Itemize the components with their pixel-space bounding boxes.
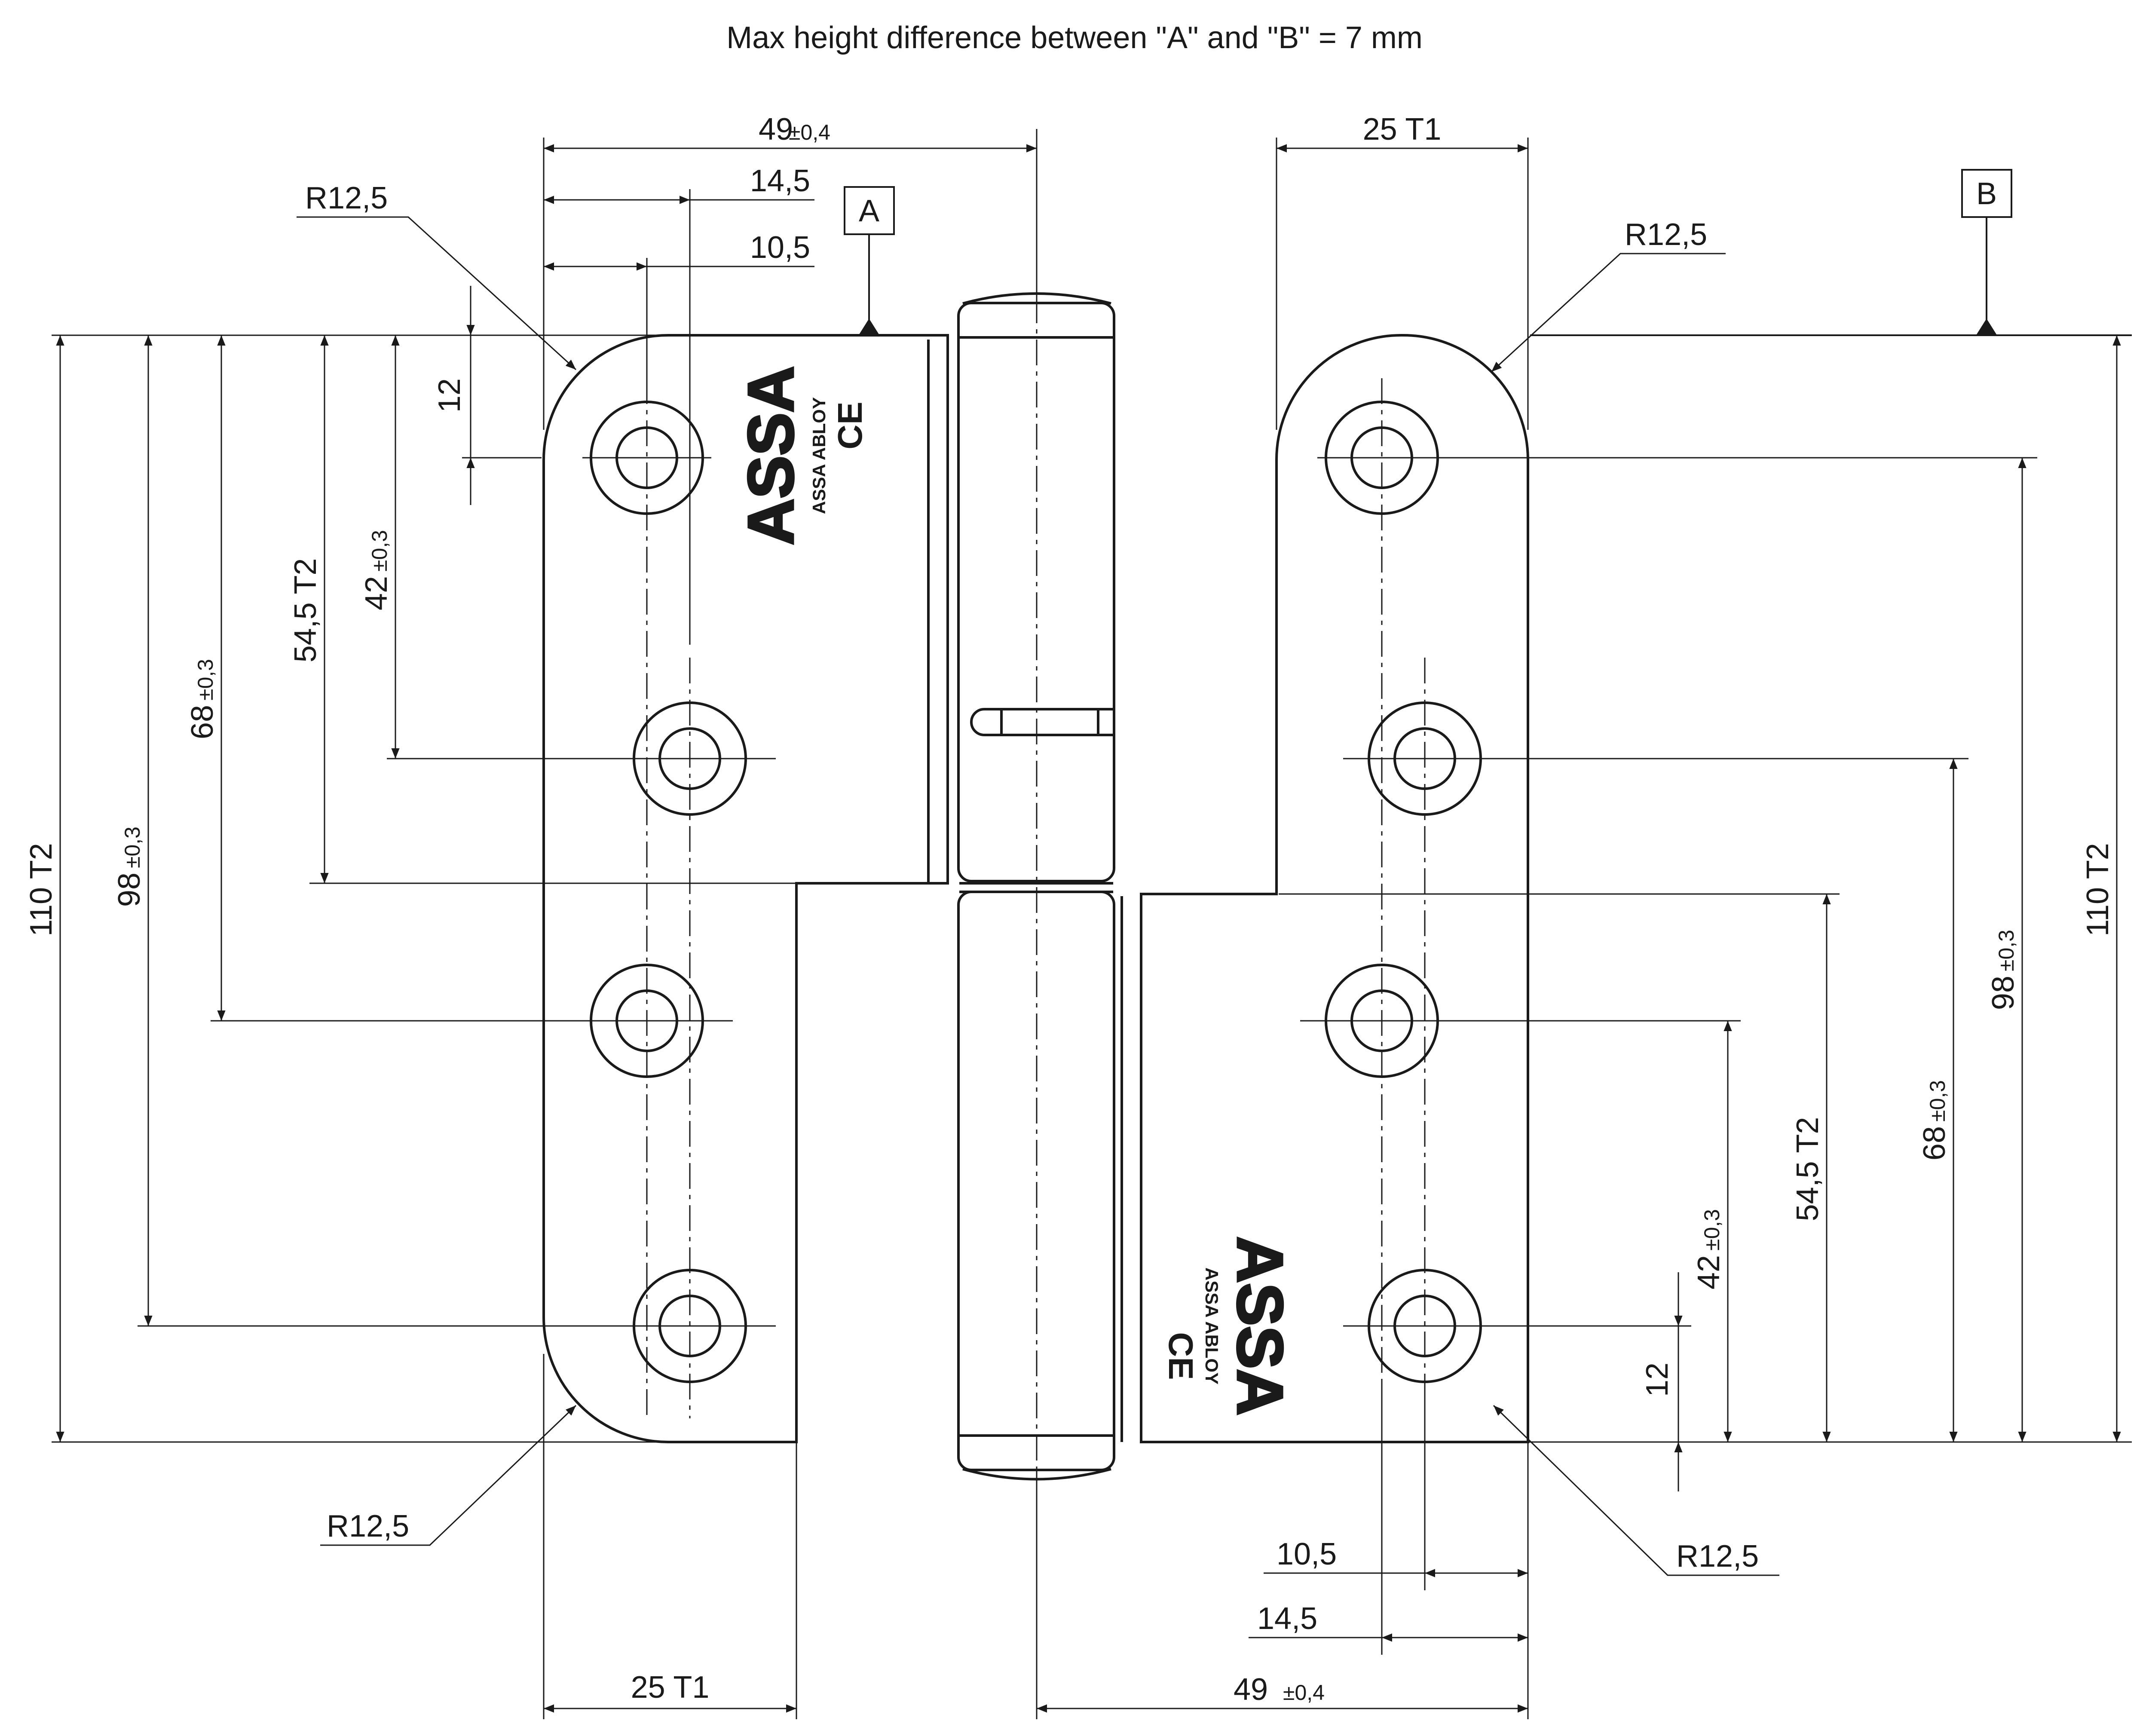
dim-left-12: 12 <box>432 378 467 413</box>
svg-text:68: 68 <box>1917 1126 1952 1160</box>
dim-right-68: 68 ±0,3 <box>1917 1080 1952 1160</box>
svg-text:68: 68 <box>185 705 220 739</box>
height-difference-note: Max height difference between "A" and "B… <box>726 21 1423 55</box>
datum-a-label: A <box>859 194 879 228</box>
dim-top-10-5: 10,5 <box>750 230 810 265</box>
dim-bottom-10-5: 10,5 <box>1277 1537 1337 1571</box>
dim-left-54-5: 54,5 T2 <box>288 558 323 663</box>
dim-bottom-49: 49 ±0,4 <box>1234 1672 1325 1707</box>
dim-right-110: 110 T2 <box>2081 843 2115 937</box>
dim-left-68: 68 ±0,3 <box>185 659 220 739</box>
assa-logo-top: ASSA ASSA ABLOY CE <box>734 365 869 546</box>
svg-text:98: 98 <box>1986 976 2020 1010</box>
radius-top-left: R12,5 <box>305 181 388 215</box>
dim-top-14-5: 14,5 <box>750 164 810 198</box>
datum-b <box>1530 169 2132 336</box>
svg-text:CE: CE <box>831 401 869 449</box>
right-leaf <box>1120 334 1529 1443</box>
dim-bottom-25-t1: 25 T1 <box>631 1670 710 1705</box>
dim-left-98: 98 ±0,3 <box>112 827 147 907</box>
svg-text:±0,3: ±0,3 <box>1700 1209 1724 1251</box>
svg-text:ASSA: ASSA <box>1224 1237 1296 1416</box>
centerlines <box>646 129 1426 1715</box>
dim-right-98: 98 ±0,3 <box>1986 930 2020 1010</box>
dim-left-42: 42 ±0,3 <box>359 530 394 610</box>
datum-b-label: B <box>1976 177 1997 211</box>
extension-lines <box>52 138 2132 1719</box>
svg-text:±0,3: ±0,3 <box>120 827 144 868</box>
dim-top-25-t1: 25 T1 <box>1363 112 1442 147</box>
svg-text:±0,4: ±0,4 <box>1283 1681 1325 1705</box>
svg-text:ASSA ABLOY: ASSA ABLOY <box>809 397 829 514</box>
dimension-lines <box>56 144 2121 1713</box>
svg-text:±0,4: ±0,4 <box>789 120 830 144</box>
svg-text:CE: CE <box>1162 1332 1200 1380</box>
dim-top-49: 49 ±0,4 <box>759 112 830 147</box>
dim-right-42: 42 ±0,3 <box>1692 1209 1726 1289</box>
radius-bottom-left: R12,5 <box>327 1509 409 1543</box>
hole-crosshairs <box>582 457 1489 1327</box>
svg-text:±0,3: ±0,3 <box>1926 1080 1950 1122</box>
svg-text:ASSA: ASSA <box>735 366 807 545</box>
svg-text:±0,3: ±0,3 <box>193 659 217 701</box>
dim-left-110: 110 T2 <box>24 843 58 937</box>
svg-text:ASSA ABLOY: ASSA ABLOY <box>1202 1268 1222 1384</box>
radius-bottom-right: R12,5 <box>1676 1539 1759 1574</box>
svg-text:±0,3: ±0,3 <box>1994 930 2018 971</box>
svg-text:42: 42 <box>1692 1255 1726 1289</box>
svg-text:98: 98 <box>112 873 147 907</box>
left-leaf <box>542 334 949 1443</box>
radius-top-right: R12,5 <box>1625 217 1707 252</box>
svg-text:±0,3: ±0,3 <box>367 530 392 572</box>
dim-bottom-14-5: 14,5 <box>1257 1601 1317 1636</box>
assa-logo-bottom: ASSA ASSA ABLOY CE <box>1162 1235 1298 1417</box>
datum-a <box>844 186 895 336</box>
dim-right-54-5: 54,5 T2 <box>1791 1117 1825 1222</box>
svg-text:49: 49 <box>1234 1672 1268 1707</box>
dim-right-12: 12 <box>1640 1362 1675 1397</box>
svg-text:49: 49 <box>759 112 793 147</box>
svg-text:42: 42 <box>359 576 394 610</box>
